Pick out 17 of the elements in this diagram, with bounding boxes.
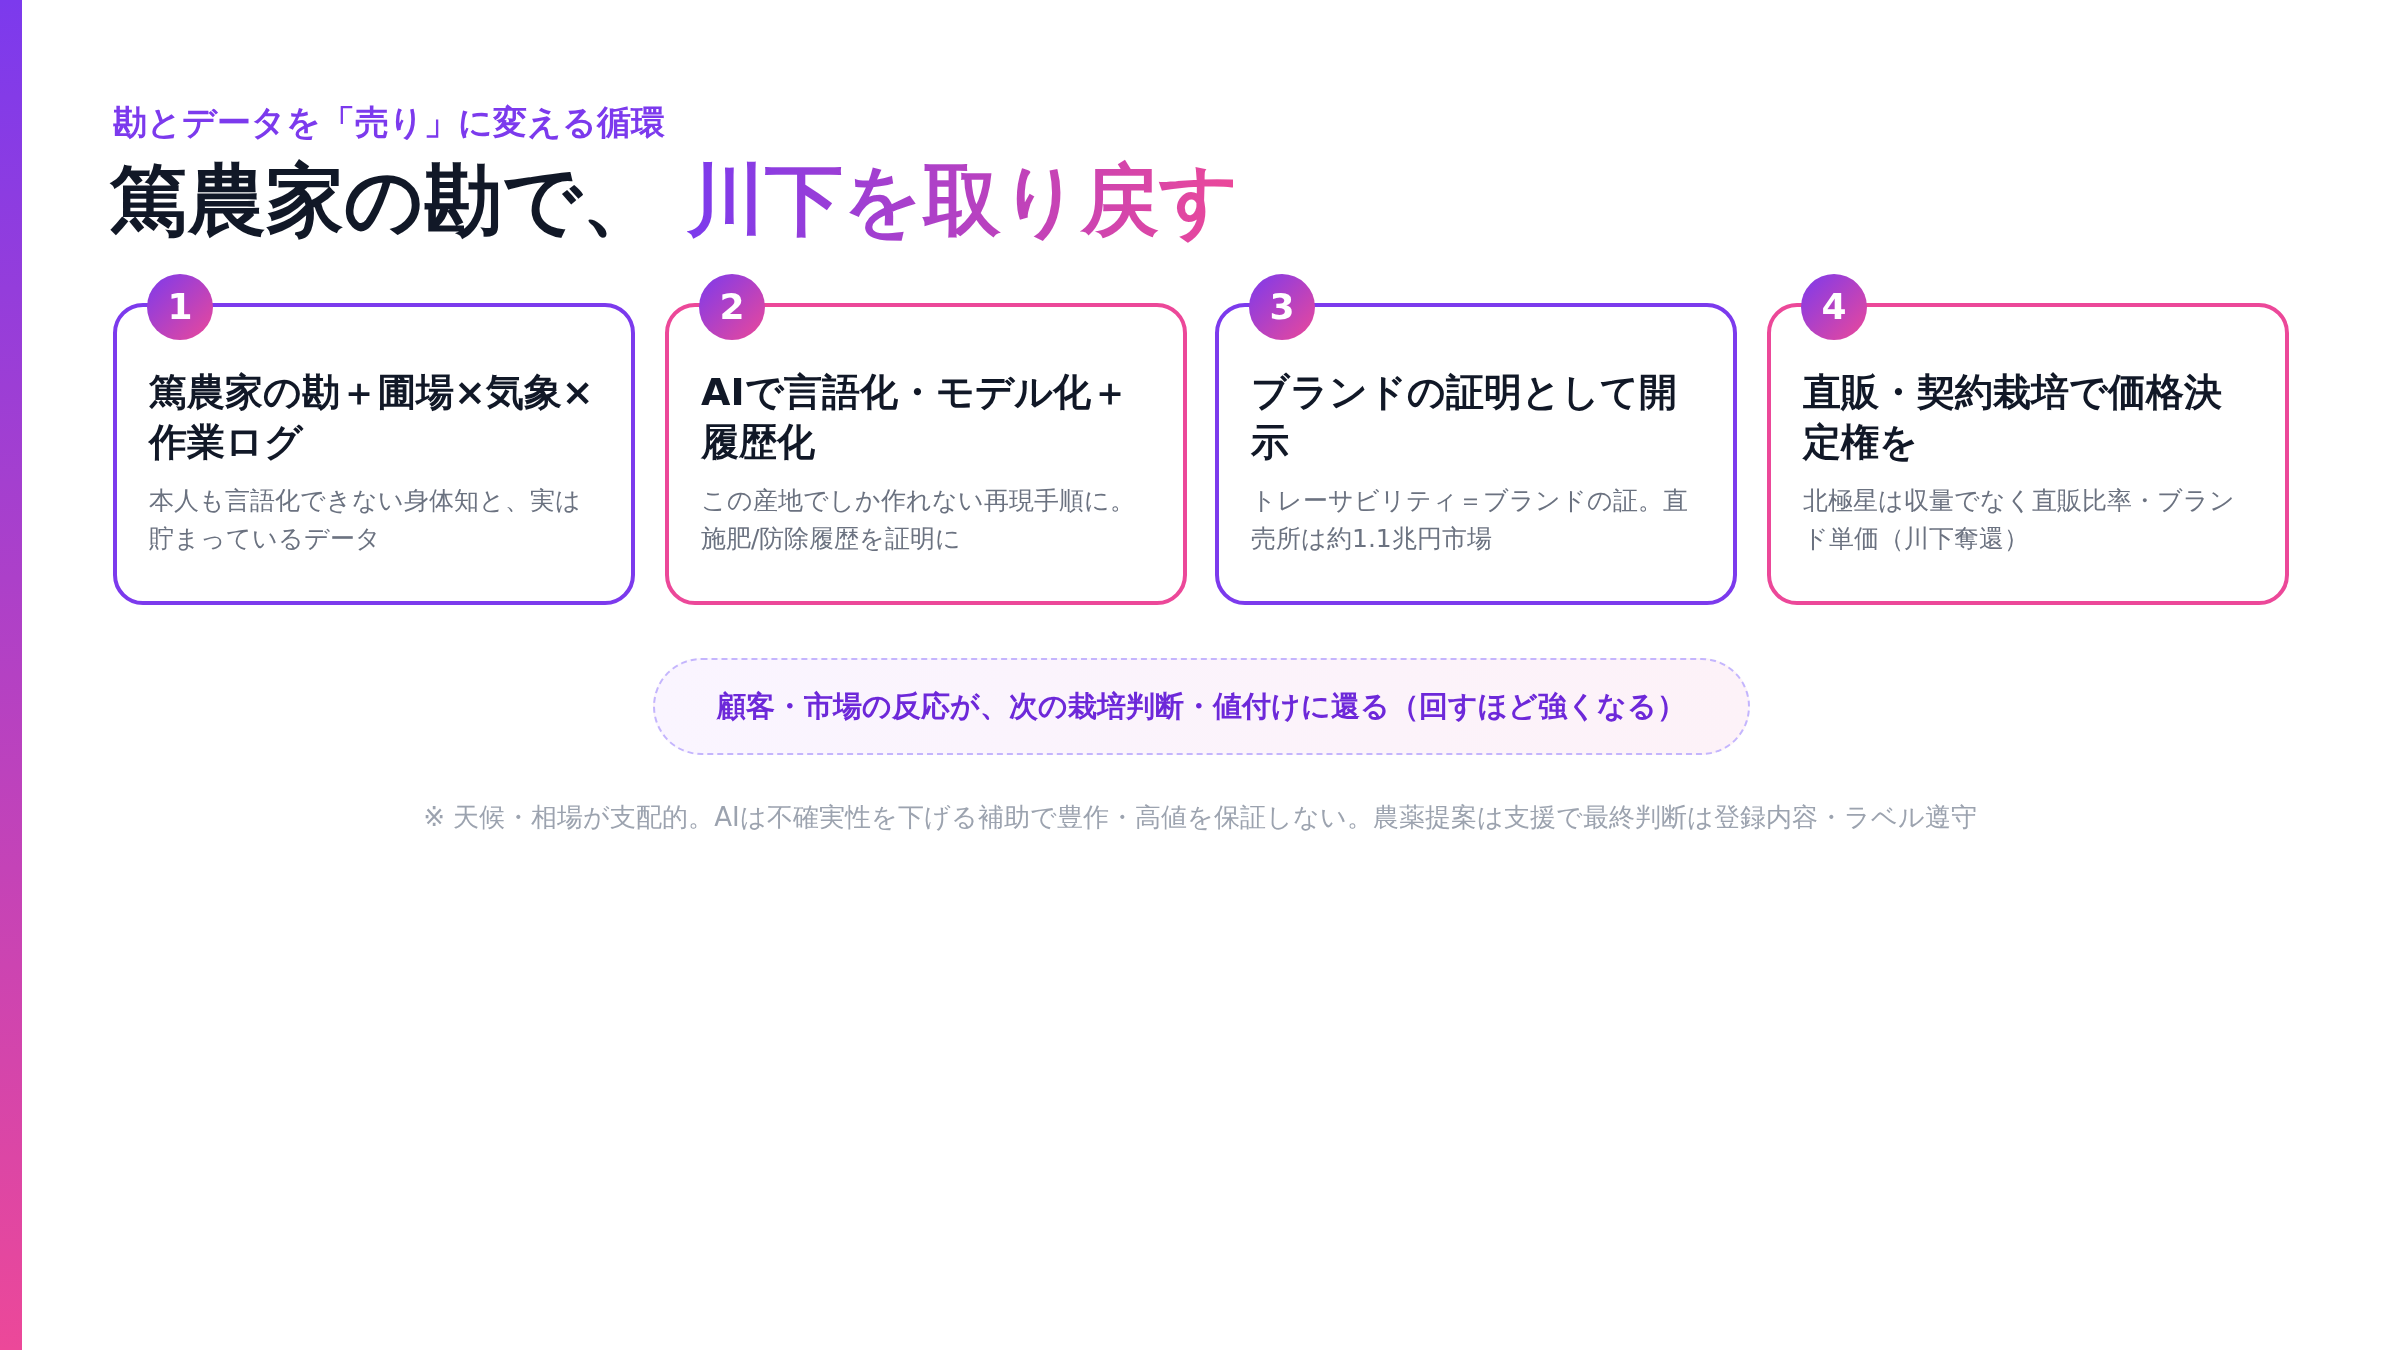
step-number-badge: 3	[1249, 274, 1315, 340]
card-description: トレーサビリティ＝ブランドの証。直売所は約1.1兆円市場	[1251, 485, 1689, 555]
card-heading: AIで言語化・モデル化＋履歴化	[701, 369, 1130, 466]
card-description: 本人も言語化できない身体知と、実は貯まっているデータ	[149, 485, 582, 555]
step-number-badge: 2	[699, 274, 765, 340]
card-description: この産地でしか作れない再現手順に。施肥/防除履歴を証明に	[701, 485, 1136, 555]
card-heading: 篤農家の勘＋圃場×気象×作業ログ	[149, 369, 595, 466]
step-number-badge: 4	[1801, 274, 1867, 340]
card-description: 北極星は収量でなく直販比率・ブランド単価（川下奪還）	[1803, 485, 2236, 555]
step-number-badge: 1	[147, 274, 213, 340]
card-heading: ブランドの証明として開示	[1251, 369, 1678, 466]
banner-text: 顧客・市場の反応が、次の栽培判断・値付けに還る（回すほど強くなる）	[717, 687, 1686, 725]
card-heading: 直販・契約栽培で価格決定権を	[1803, 369, 2223, 466]
subtitle: 勘とデータを「売り」に変える循環	[113, 101, 665, 144]
side-bar	[0, 0, 22, 1350]
footnote: ※ 天候・相場が支配的。AIは不確実性を下げる補助で豊作・高値を保証しない。農薬提案は支援で最終判断は登録内容・ラベル遵守	[422, 801, 1978, 834]
title: 篤農家の勘で、 川下を取り戻す	[110, 154, 1240, 247]
